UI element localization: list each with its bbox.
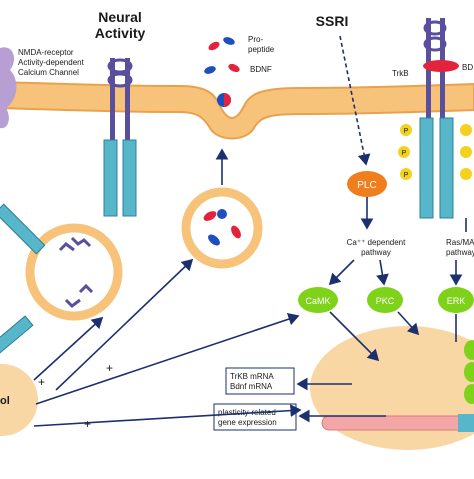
ras-pathway-label-1: Ras/MAP: [446, 238, 474, 247]
gene-expression-box: [213, 403, 297, 431]
dna-strand: [321, 415, 474, 431]
feedback-arrow-1: [33, 316, 104, 381]
erk-label: ERK: [447, 296, 466, 306]
phospho-label: P: [404, 128, 409, 135]
plus-sign: +: [38, 375, 45, 389]
neural-activity-title-2: Activity: [95, 25, 146, 41]
plc-label: PLC: [357, 180, 376, 191]
phospho-label: P: [404, 172, 409, 179]
plus-sign: +: [84, 417, 91, 431]
ssri-label: SSRI: [316, 13, 349, 29]
trkb-receptor: [419, 18, 459, 219]
mrna-box: [225, 367, 295, 395]
nucleus: [310, 326, 474, 450]
nmda-label-3: Calcium Channel: [18, 68, 79, 77]
neural-activity-title-1: Neural: [98, 9, 142, 25]
ssri-to-plc-arrow: [339, 35, 371, 166]
internalized-receptor-tail: [0, 203, 46, 365]
nmda-receptor-shape: [0, 47, 17, 129]
gene-label-2: gene expression: [218, 418, 277, 427]
cell-membrane: [0, 80, 474, 140]
ca-pathway-label-1: Ca⁺⁺ dependent: [347, 238, 406, 247]
ca-to-camk-arrow: [328, 259, 355, 286]
mrna-label-1: TrKB mRNA: [230, 372, 274, 381]
ras-pathway-label-2: pathway: [446, 248, 474, 257]
camk-to-nucleus-arrow: [329, 311, 380, 362]
endosome: [25, 223, 123, 321]
nuclear-green-factors: [464, 340, 474, 404]
bdnf-legend-icon: [204, 63, 240, 74]
feedback-arrow-3: [35, 312, 300, 405]
ca-to-pkc-arrow: [376, 259, 389, 286]
mrna-label-2: Bdnf mRNA: [230, 382, 273, 391]
propeptide-legend-icon: [208, 37, 235, 51]
nmda-label-2: Activity-dependent: [18, 58, 85, 67]
feedback-arrow-4: [33, 404, 302, 427]
plc-node: [347, 171, 387, 197]
dna-segment-blue: [458, 414, 474, 432]
propeptide-label-2: peptide: [248, 45, 275, 54]
erk-node: [438, 287, 474, 313]
ca-pathway-label-2: pathway: [361, 248, 391, 257]
endosome-receptor: [58, 236, 94, 308]
pkc-node: [367, 287, 403, 313]
propeptide-label-1: Pro-: [248, 35, 263, 44]
vesicle-bdnf-cargo: [203, 209, 241, 246]
left-cut-label: ol: [0, 395, 10, 407]
left-partial-node: [0, 364, 38, 436]
bdnf-cut-label: BD: [462, 63, 473, 72]
pkc-to-nucleus-arrow: [397, 311, 420, 336]
pkc-label: PKC: [376, 296, 395, 306]
feedback-arrow-2: [55, 258, 194, 391]
trkb-label: TrkB: [392, 69, 409, 78]
camk-node: [298, 287, 338, 313]
phospho-label: P: [402, 150, 407, 157]
nmda-label-1: NMDA-receptor: [18, 48, 74, 57]
camk-label: CaMK: [305, 296, 330, 306]
plus-sign: +: [106, 361, 113, 375]
phospho-groups: P P P: [398, 124, 472, 180]
bdnf-released: [217, 93, 231, 107]
membrane-receptor-center: [103, 58, 137, 217]
bdnf-label: BDNF: [250, 65, 272, 74]
secretory-vesicle: [181, 187, 263, 269]
